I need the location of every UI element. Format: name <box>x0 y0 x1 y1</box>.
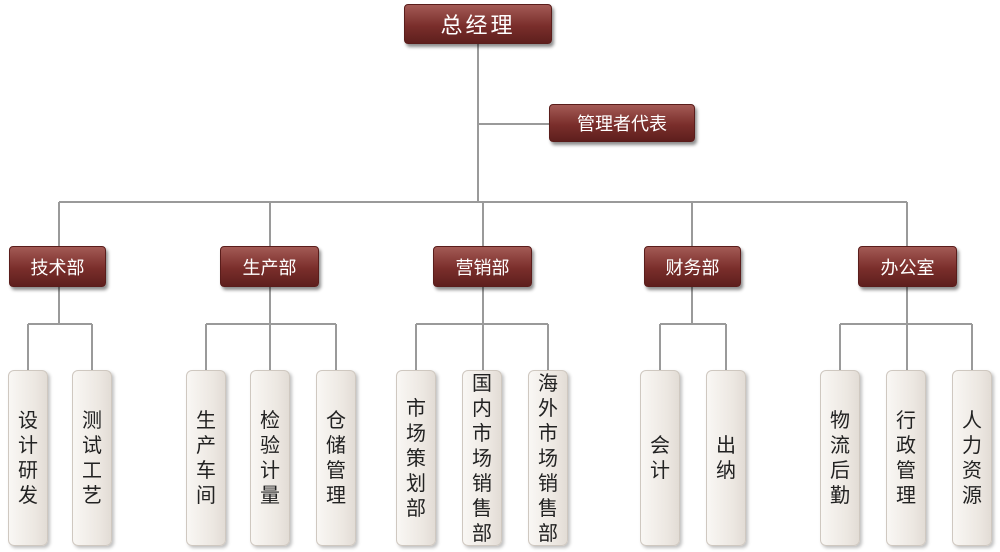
node-unit-warehouse: 仓储管理 <box>316 370 356 546</box>
node-unit-logistics: 物流后勤 <box>820 370 860 546</box>
node-label: 人力资源 <box>962 408 982 507</box>
node-unit-overseas-sales: 海外市场销售部 <box>528 370 568 546</box>
node-label: 检验计量 <box>260 408 280 507</box>
node-general-manager: 总经理 <box>404 4 552 44</box>
node-unit-inspection: 检验计量 <box>250 370 290 546</box>
node-label: 设计研发 <box>18 408 38 507</box>
node-label: 测试工艺 <box>82 408 102 507</box>
node-label: 仓储管理 <box>326 408 346 507</box>
node-unit-human-resources: 人力资源 <box>952 370 992 546</box>
node-dept-production: 生产部 <box>220 246 319 287</box>
node-dept-technology: 技术部 <box>9 246 106 287</box>
node-unit-domestic-sales: 国内市场销售部 <box>462 370 502 546</box>
node-label: 总经理 <box>440 14 516 39</box>
node-unit-cashier: 出 纳 <box>706 370 756 546</box>
node-label: 行政管理 <box>896 408 916 507</box>
node-dept-finance: 财务部 <box>644 246 741 287</box>
node-dept-marketing: 营销部 <box>433 246 532 287</box>
node-label: 管理者代表 <box>577 114 667 135</box>
node-unit-design-rd: 设计研发 <box>8 370 48 546</box>
node-management-representative: 管理者代表 <box>549 104 695 142</box>
node-label: 市场策划部 <box>406 395 426 520</box>
node-unit-workshop: 生产车间 <box>186 370 226 546</box>
node-label: 国内市场销售部 <box>472 370 492 545</box>
node-unit-administration: 行政管理 <box>886 370 926 546</box>
node-label: 生产车间 <box>196 408 216 507</box>
node-label: 财务部 <box>665 257 720 279</box>
node-label: 出 纳 <box>716 433 756 482</box>
node-label: 营销部 <box>455 257 510 279</box>
node-label: 技术部 <box>30 257 85 279</box>
node-unit-market-planning: 市场策划部 <box>396 370 436 546</box>
node-unit-test-process: 测试工艺 <box>72 370 112 546</box>
node-label: 海外市场销售部 <box>538 370 558 545</box>
node-label: 会 计 <box>650 433 690 482</box>
node-label: 办公室 <box>880 257 935 279</box>
node-label: 物流后勤 <box>830 408 850 507</box>
node-label: 生产部 <box>242 257 297 279</box>
node-unit-accounting: 会 计 <box>640 370 690 546</box>
node-dept-office: 办公室 <box>858 246 957 287</box>
